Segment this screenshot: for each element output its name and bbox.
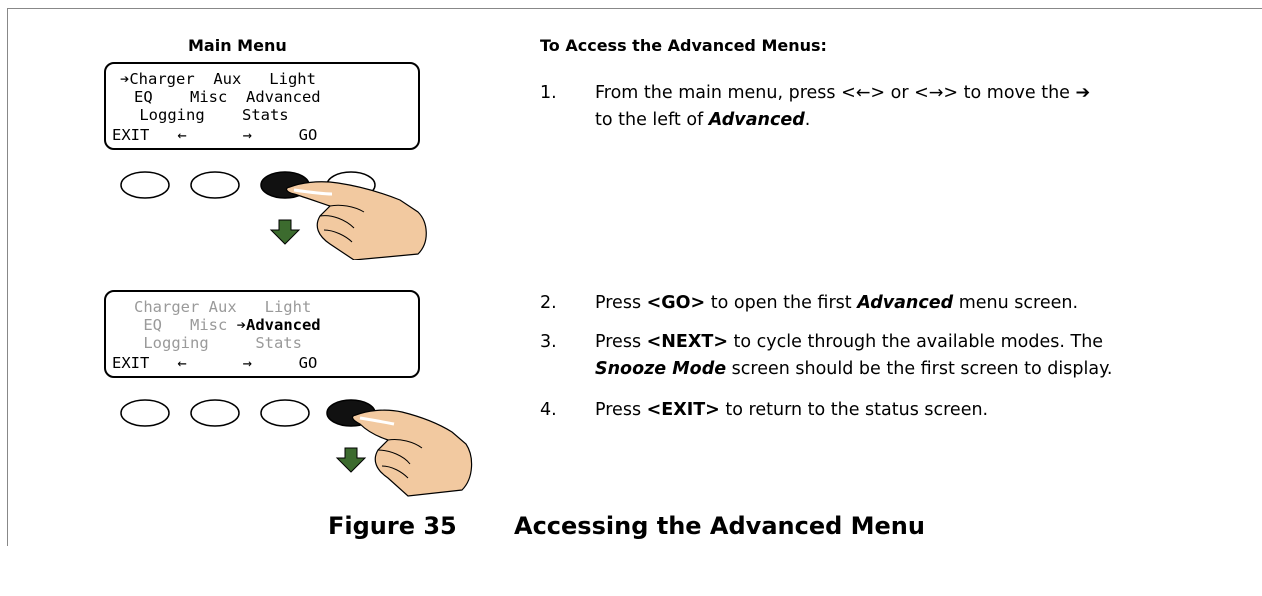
main-menu-title: Main Menu xyxy=(188,36,287,55)
advanced-term: Advanced xyxy=(708,110,805,130)
step-text-part: to return to the status screen. xyxy=(719,400,989,420)
lcd-screen-advanced-selected: Charger Aux Light EQ Misc ➔Advanced Logg… xyxy=(104,290,420,378)
step-text-part: Press xyxy=(595,293,647,313)
step-number: 1. xyxy=(540,83,557,103)
step-text-part: menu screen. xyxy=(953,293,1079,313)
step-1-line-1: From the main menu, press <←> or <→> to … xyxy=(595,83,1091,103)
lcd-line-4-softkeys: EXIT ← → GO xyxy=(112,354,318,372)
instructions-heading: To Access the Advanced Menus: xyxy=(540,36,827,55)
next-key: <NEXT> xyxy=(646,332,728,352)
step-text: Press <EXIT> to return to the status scr… xyxy=(595,397,1262,424)
step-1-line-2: to the left of Advanced. xyxy=(595,107,1262,134)
finger-icon xyxy=(351,409,473,497)
lcd-line-4-softkeys: EXIT ← → GO xyxy=(112,126,318,144)
softkey-button-3[interactable] xyxy=(260,399,310,427)
step-text-part: to cycle through the available modes. Th… xyxy=(727,332,1104,352)
figure-frame xyxy=(7,8,1262,546)
lcd-line-1: Charger Aux Light xyxy=(134,298,312,316)
down-arrow-icon xyxy=(269,219,301,245)
step-text-part: Press xyxy=(595,400,647,420)
step-text: Press <GO> to open the first Advanced me… xyxy=(595,290,1262,317)
figure-number: Figure 35 xyxy=(328,512,457,540)
lcd-line-1: ➔Charger Aux Light xyxy=(120,70,316,88)
softkey-button-1[interactable] xyxy=(120,399,170,427)
softkey-buttons-row-1 xyxy=(120,171,427,260)
softkey-button-2[interactable] xyxy=(190,171,240,199)
lcd-line-3: Logging Stats xyxy=(130,106,289,124)
step-3: 3. Press <NEXT> to cycle through the ava… xyxy=(540,329,1260,389)
step-text: From the main menu, press <←> or <→> to … xyxy=(595,80,1262,134)
figure-title: Accessing the Advanced Menu xyxy=(514,512,925,540)
softkey-button-2[interactable] xyxy=(190,399,240,427)
exit-key: <EXIT> xyxy=(646,400,720,420)
step-text-part: screen should be the first screen to dis… xyxy=(726,359,1113,379)
step-text-part: Press xyxy=(595,332,647,352)
step-number: 3. xyxy=(540,332,557,352)
step-1-period: . xyxy=(804,110,811,130)
go-key: <GO> xyxy=(646,293,706,313)
lcd-screen-main-menu: ➔Charger Aux Light EQ Misc Advanced Logg… xyxy=(104,62,420,150)
step-1: 1. From the main menu, press <←> or <→> … xyxy=(540,80,1260,140)
down-arrow-icon xyxy=(335,447,367,473)
finger-icon xyxy=(285,181,427,260)
step-2: 2. Press <GO> to open the first Advanced… xyxy=(540,290,1260,320)
step-1-line-2-text: to the left of xyxy=(595,110,709,130)
step-number: 4. xyxy=(540,400,557,420)
step-number: 2. xyxy=(540,293,557,313)
lcd-line-2-prefix: EQ Misc xyxy=(134,316,237,334)
step-text-part: to open the first xyxy=(705,293,858,313)
lcd-advanced-highlight: ➔Advanced xyxy=(236,316,321,334)
step-text: Press <NEXT> to cycle through the availa… xyxy=(595,329,1262,383)
advanced-term: Advanced xyxy=(857,293,954,313)
figure-caption: Figure 35 Accessing the Advanced Menu xyxy=(328,512,925,596)
lcd-line-3: Logging Stats xyxy=(134,334,302,352)
snooze-mode-term: Snooze Mode xyxy=(595,359,727,379)
lcd-line-2: EQ Misc ➔Advanced xyxy=(134,316,321,334)
softkey-button-1[interactable] xyxy=(120,171,170,199)
softkey-buttons-row-2 xyxy=(120,399,473,497)
lcd-line-2: EQ Misc Advanced xyxy=(134,88,321,106)
step-4: 4. Press <EXIT> to return to the status … xyxy=(540,397,1260,427)
